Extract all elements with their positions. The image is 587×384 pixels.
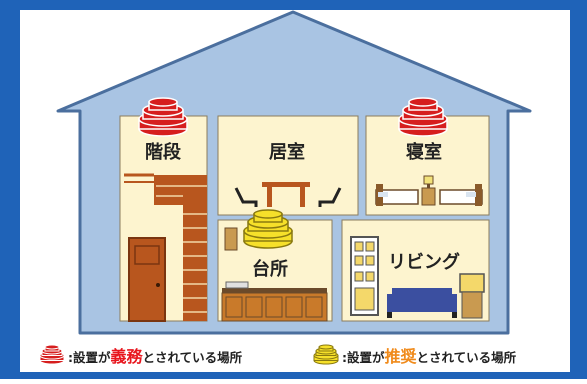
legend-mandatory: :設置が義務とされている場所 (68, 347, 243, 366)
room-label-living-room: 居室 (269, 141, 305, 163)
room-label-stairs: 階段 (145, 141, 182, 163)
bedroom-beds (375, 175, 483, 206)
room-living-room (217, 115, 359, 216)
living-furniture (350, 236, 485, 319)
legend: :設置が義務とされている場所 :設置が推奨とされている場所 (39, 344, 517, 366)
staircase (124, 173, 207, 321)
stairs-door (128, 237, 166, 322)
room-label-kitchen: 台所 (252, 258, 288, 280)
room-label-bedroom: 寝室 (406, 141, 442, 163)
kitchen-counter (221, 227, 328, 322)
room-label-living: リビング (388, 251, 460, 273)
legend-recommended: :設置が推奨とされている場所 (342, 347, 517, 366)
dining-set (234, 182, 342, 207)
